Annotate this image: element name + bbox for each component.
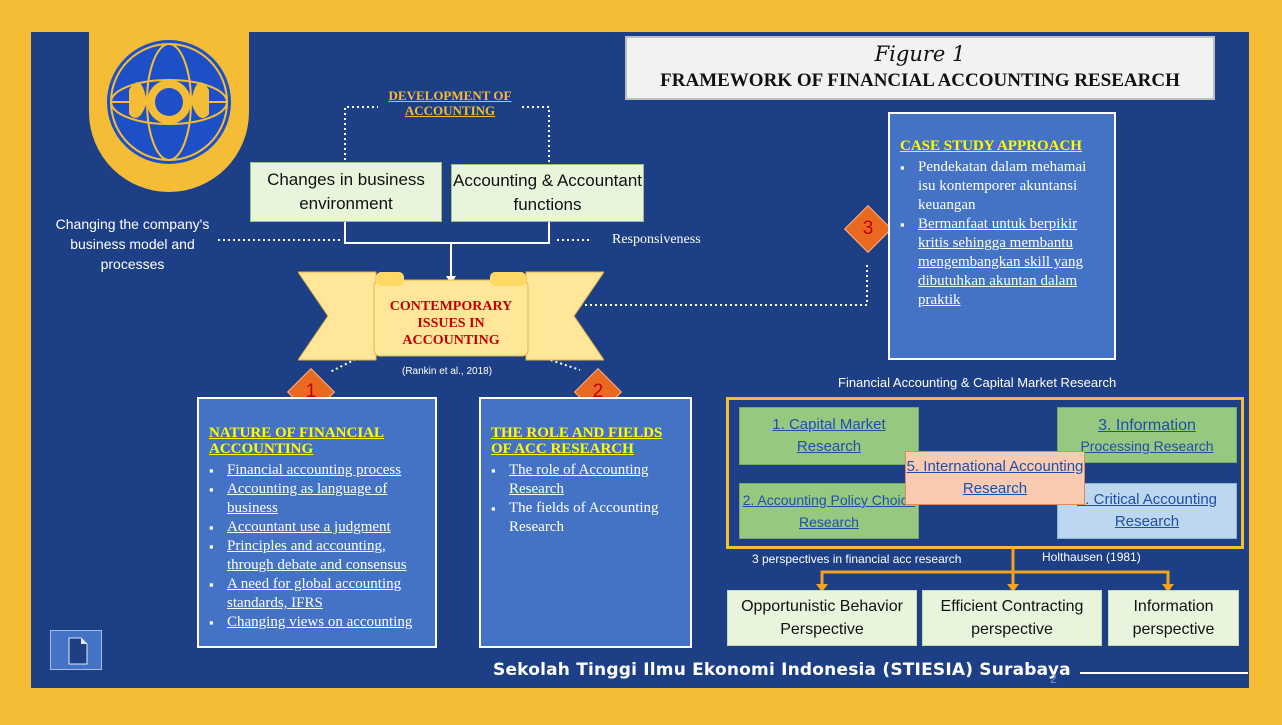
panel3-list: Pendekatan dalam mehamai isu kontemporer… [900, 158, 1106, 310]
marker-1-number: 1 [305, 381, 317, 402]
holthausen-citation: Holthausen (1981) [1042, 550, 1141, 564]
capital-market-research-box[interactable]: 1. Capital Market Research [739, 407, 919, 465]
list-item: The fields of Accounting Research [491, 499, 680, 537]
page-title: FRAMEWORK OF FINANCIAL ACCOUNTING RESEAR… [660, 70, 1180, 91]
list-item: Financial accounting process [209, 461, 425, 480]
business-model-note: Changing the company's business model an… [55, 216, 210, 272]
nature-of-accounting-panel: NATURE OF FINANCIAL ACCOUNTING Financial… [197, 397, 437, 648]
accounting-policy-research-box[interactable]: 2. Accounting Policy Choice Research [739, 483, 919, 539]
list-item: Principles and accounting, through debat… [209, 537, 425, 575]
logo [89, 30, 249, 192]
research-heading: Financial Accounting & Capital Market Re… [838, 375, 1117, 390]
accounting-functions-text: Accounting & Accountant functions [452, 171, 643, 214]
list-item: Accountant use a judgment [209, 518, 425, 537]
case-study-panel: CASE STUDY APPROACH Pendekatan dalam meh… [888, 112, 1116, 360]
perspectives-label: 3 perspectives in financial acc research [752, 552, 962, 566]
critical-accounting-research-link[interactable]: 4. Critical Accounting Research [1076, 491, 1218, 530]
panel3-heading: CASE STUDY APPROACH [900, 138, 1082, 154]
list-item: A need for global accounting standards, … [209, 575, 425, 613]
efficient-contracting-text: Efficient Contracting perspective [940, 598, 1084, 638]
list-item: Changing views on accounting [209, 613, 425, 632]
efficient-contracting-box: Efficient Contracting perspective [922, 590, 1102, 646]
opportunistic-perspective-box: Opportunistic Behavior Perspective [727, 590, 917, 646]
panel1-list: Financial accounting process Accounting … [209, 461, 425, 632]
title-box: Figure 1 FRAMEWORK OF FINANCIAL ACCOUNTI… [625, 36, 1215, 100]
international-accounting-research-link[interactable]: 5. International Accounting Research [906, 458, 1084, 497]
opportunistic-perspective-text: Opportunistic Behavior Perspective [741, 598, 903, 638]
business-environment-text: Changes in business environment [267, 170, 425, 213]
document-button[interactable] [50, 630, 102, 670]
research-frame [726, 397, 1244, 549]
marker-2-number: 2 [592, 381, 604, 402]
list-item: Accounting as language of business [209, 480, 425, 518]
panel2-list: The role of Accounting Research The fiel… [491, 461, 680, 537]
information-processing-research-box[interactable]: 3. Information Processing Research [1057, 407, 1237, 463]
accounting-functions-box: Accounting & Accountant functions [451, 164, 644, 222]
citation: (Rankin et al., 2018) [402, 366, 493, 377]
list-item: The role of Accounting Research [491, 461, 680, 499]
list-item: Pendekatan dalam mehamai isu kontemporer… [900, 158, 1106, 215]
role-and-fields-panel: THE ROLE AND FIELDS OF ACC RESEARCH The … [479, 397, 692, 648]
information-processing-line2[interactable]: Processing Research [1080, 438, 1214, 454]
figure-label: Figure 1 [874, 42, 966, 66]
document-icon [68, 637, 88, 665]
development-label: DEVELOPMENT OF ACCOUNTING [388, 88, 512, 118]
capital-market-research-link[interactable]: 1. Capital Market Research [772, 416, 886, 455]
logo-emblem-icon [107, 40, 231, 164]
marker-3-number: 3 [862, 218, 874, 239]
contemporary-issues-title: CONTEMPORARY ISSUES IN ACCOUNTING [389, 299, 513, 348]
international-accounting-research-box[interactable]: 5. International Accounting Research [905, 451, 1085, 505]
panel2-heading: THE ROLE AND FIELDS OF ACC RESEARCH [491, 425, 663, 457]
page-number: 2 [1050, 672, 1057, 686]
information-perspective-box: Information perspective [1108, 590, 1239, 646]
banner-ribbon [298, 271, 604, 361]
panel1-heading: NATURE OF FINANCIAL ACCOUNTING [209, 425, 385, 457]
accounting-policy-research-link[interactable]: 2. Accounting Policy Choice Research [742, 492, 916, 530]
information-processing-line1[interactable]: 3. Information [1098, 417, 1196, 434]
footer-institution: Sekolah Tinggi Ilmu Ekonomi Indonesia (S… [493, 660, 1071, 680]
information-perspective-text: Information perspective [1132, 598, 1215, 638]
responsiveness-note: Responsiveness [612, 232, 701, 247]
critical-accounting-research-box[interactable]: 4. Critical Accounting Research [1057, 483, 1237, 539]
business-environment-box: Changes in business environment [250, 162, 442, 222]
list-item: Bermanfaat untuk berpikir kritis sehingg… [900, 215, 1106, 310]
